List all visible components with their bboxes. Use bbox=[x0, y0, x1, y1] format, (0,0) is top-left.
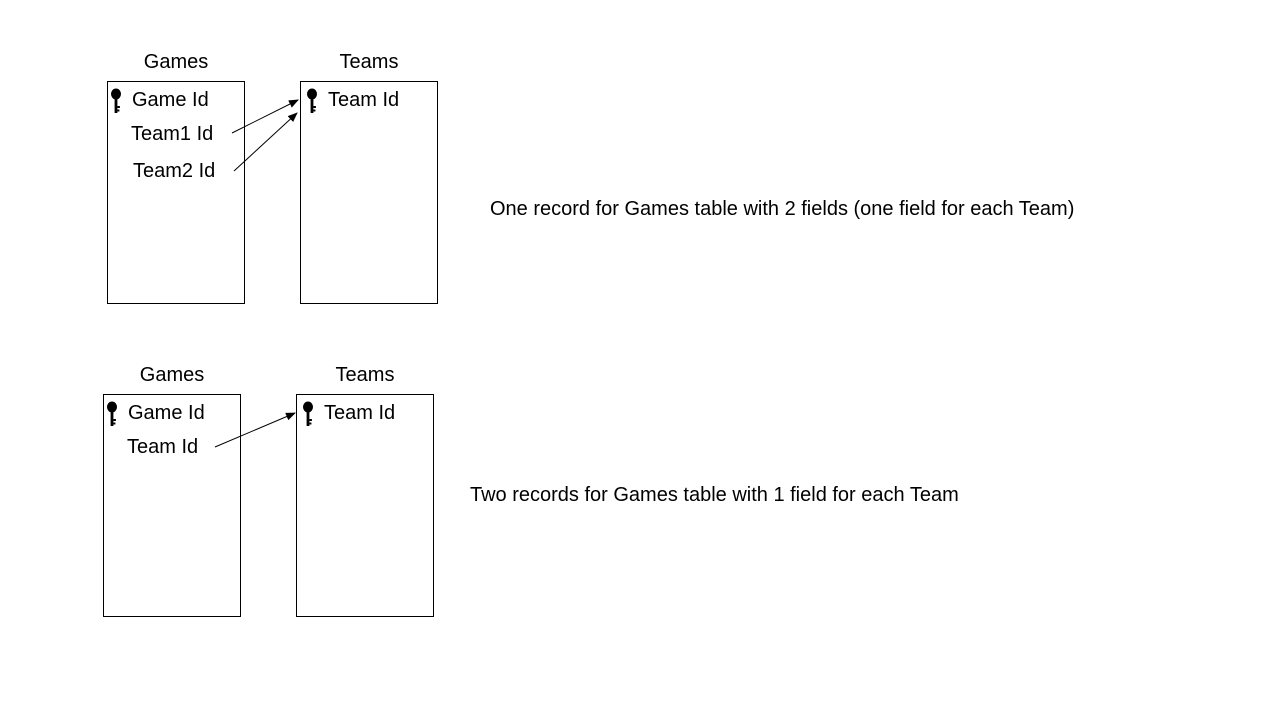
field-team-id: Team Id bbox=[324, 402, 396, 424]
field-game-id: Game Id bbox=[132, 89, 209, 111]
teams-table-title: Teams bbox=[335, 364, 395, 386]
games-table-title: Games bbox=[139, 364, 205, 386]
field-team1-id: Team1 Id bbox=[131, 123, 214, 145]
key-icon bbox=[107, 401, 117, 426]
teams-table-title: Teams bbox=[339, 51, 399, 73]
caption-two-records: Two records for Games table with 1 field… bbox=[470, 484, 959, 506]
games-table bbox=[103, 394, 241, 617]
key-icon bbox=[303, 401, 313, 426]
field-team-id: Team Id bbox=[328, 89, 400, 111]
teams-table bbox=[300, 81, 438, 304]
field-game-id: Game Id bbox=[128, 402, 205, 424]
caption-one-record: One record for Games table with 2 fields… bbox=[490, 198, 1075, 220]
key-icon bbox=[111, 88, 121, 113]
teams-table bbox=[296, 394, 434, 617]
games-table-title: Games bbox=[143, 51, 209, 73]
field-team2-id: Team2 Id bbox=[133, 160, 216, 182]
games-table bbox=[107, 81, 245, 304]
field-team-id: Team Id bbox=[127, 436, 199, 458]
key-icon bbox=[307, 88, 317, 113]
